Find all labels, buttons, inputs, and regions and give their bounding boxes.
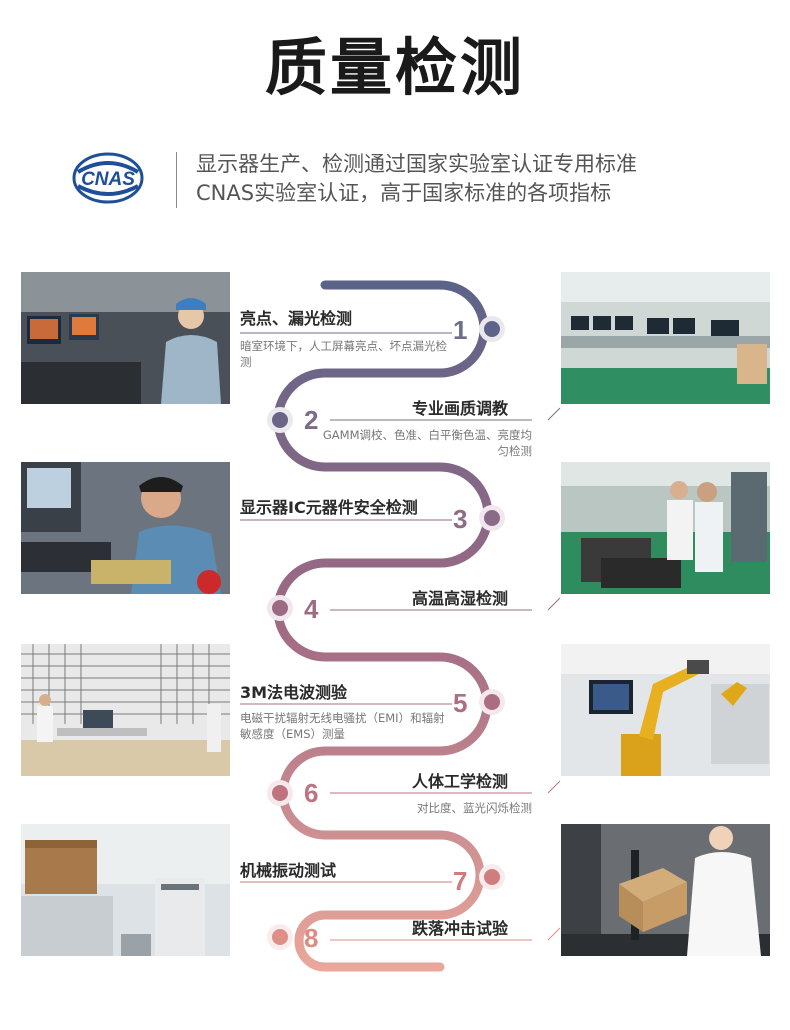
item-1-desc: 暗室环境下，人工屏幕亮点、坏点漏光检测 [240,339,447,369]
item-7-number: 7 [453,866,468,896]
item-4-number: 4 [304,594,319,624]
drop-test-box-icon [561,824,770,956]
item-8-title: 跌落冲击试验 [412,919,509,938]
item-6-desc: 对比度、蓝光闪烁检测 [417,801,532,815]
item-7-title: 机械振动测试 [240,861,337,880]
item-6-title: 人体工学检测 [412,772,509,791]
intro-text: 显示器生产、检测通过国家实验室认证专用标准 CNAS实验室认证，高于国家标准的各… [196,150,637,208]
photo-high-temp-humidity [561,462,770,594]
item-1-number: 1 [453,315,468,345]
photo-production-line [561,272,770,404]
item-6-number: 6 [304,778,319,808]
assembly-line-icon [561,462,770,594]
item-2-number: 2 [304,405,319,435]
cnas-logo-text: CNAS [81,169,135,190]
item-3-number: 3 [453,504,468,534]
worker-at-monitor-icon [21,272,230,404]
cnas-logo: CNAS [70,150,146,206]
item-3-title: 显示器IC元器件安全检测 [240,498,418,517]
photo-robotic-ergonomic-test [561,644,770,776]
robot-arm-icon [561,644,770,776]
photo-ic-component-test [21,462,230,594]
item-5-title: 3M法电波测验 [240,683,348,702]
intro-line-1: 显示器生产、检测通过国家实验室认证专用标准 [196,152,637,176]
item-2-title: 专业画质调教 [412,399,509,418]
item-4-title: 高温高湿检测 [412,589,509,608]
photo-dark-room-inspection [21,272,230,404]
intro-divider [176,152,177,208]
photo-anechoic-chamber [21,644,230,776]
item-1-title: 亮点、漏光检测 [240,309,353,328]
page-title: 质量检测 [264,31,525,104]
photo-vibration-test [21,824,230,956]
emi-chamber-icon [21,644,230,776]
item-2-desc: GAMM调校、色准、白平衡色温、亮度均匀检测 [322,428,532,458]
intro-line-2: CNAS实验室认证，高于国家标准的各项指标 [196,181,612,205]
technician-soldering-icon [21,462,230,594]
vibration-machine-icon [21,824,230,956]
factory-line-icon [561,272,770,404]
item-5-number: 5 [453,688,468,718]
photo-drop-test [561,824,770,956]
item-8-number: 8 [304,923,319,953]
item-5-desc: 电磁干扰辐射无线电骚扰（EMI）和辐射敏感度（EMS）测量 [240,711,445,741]
